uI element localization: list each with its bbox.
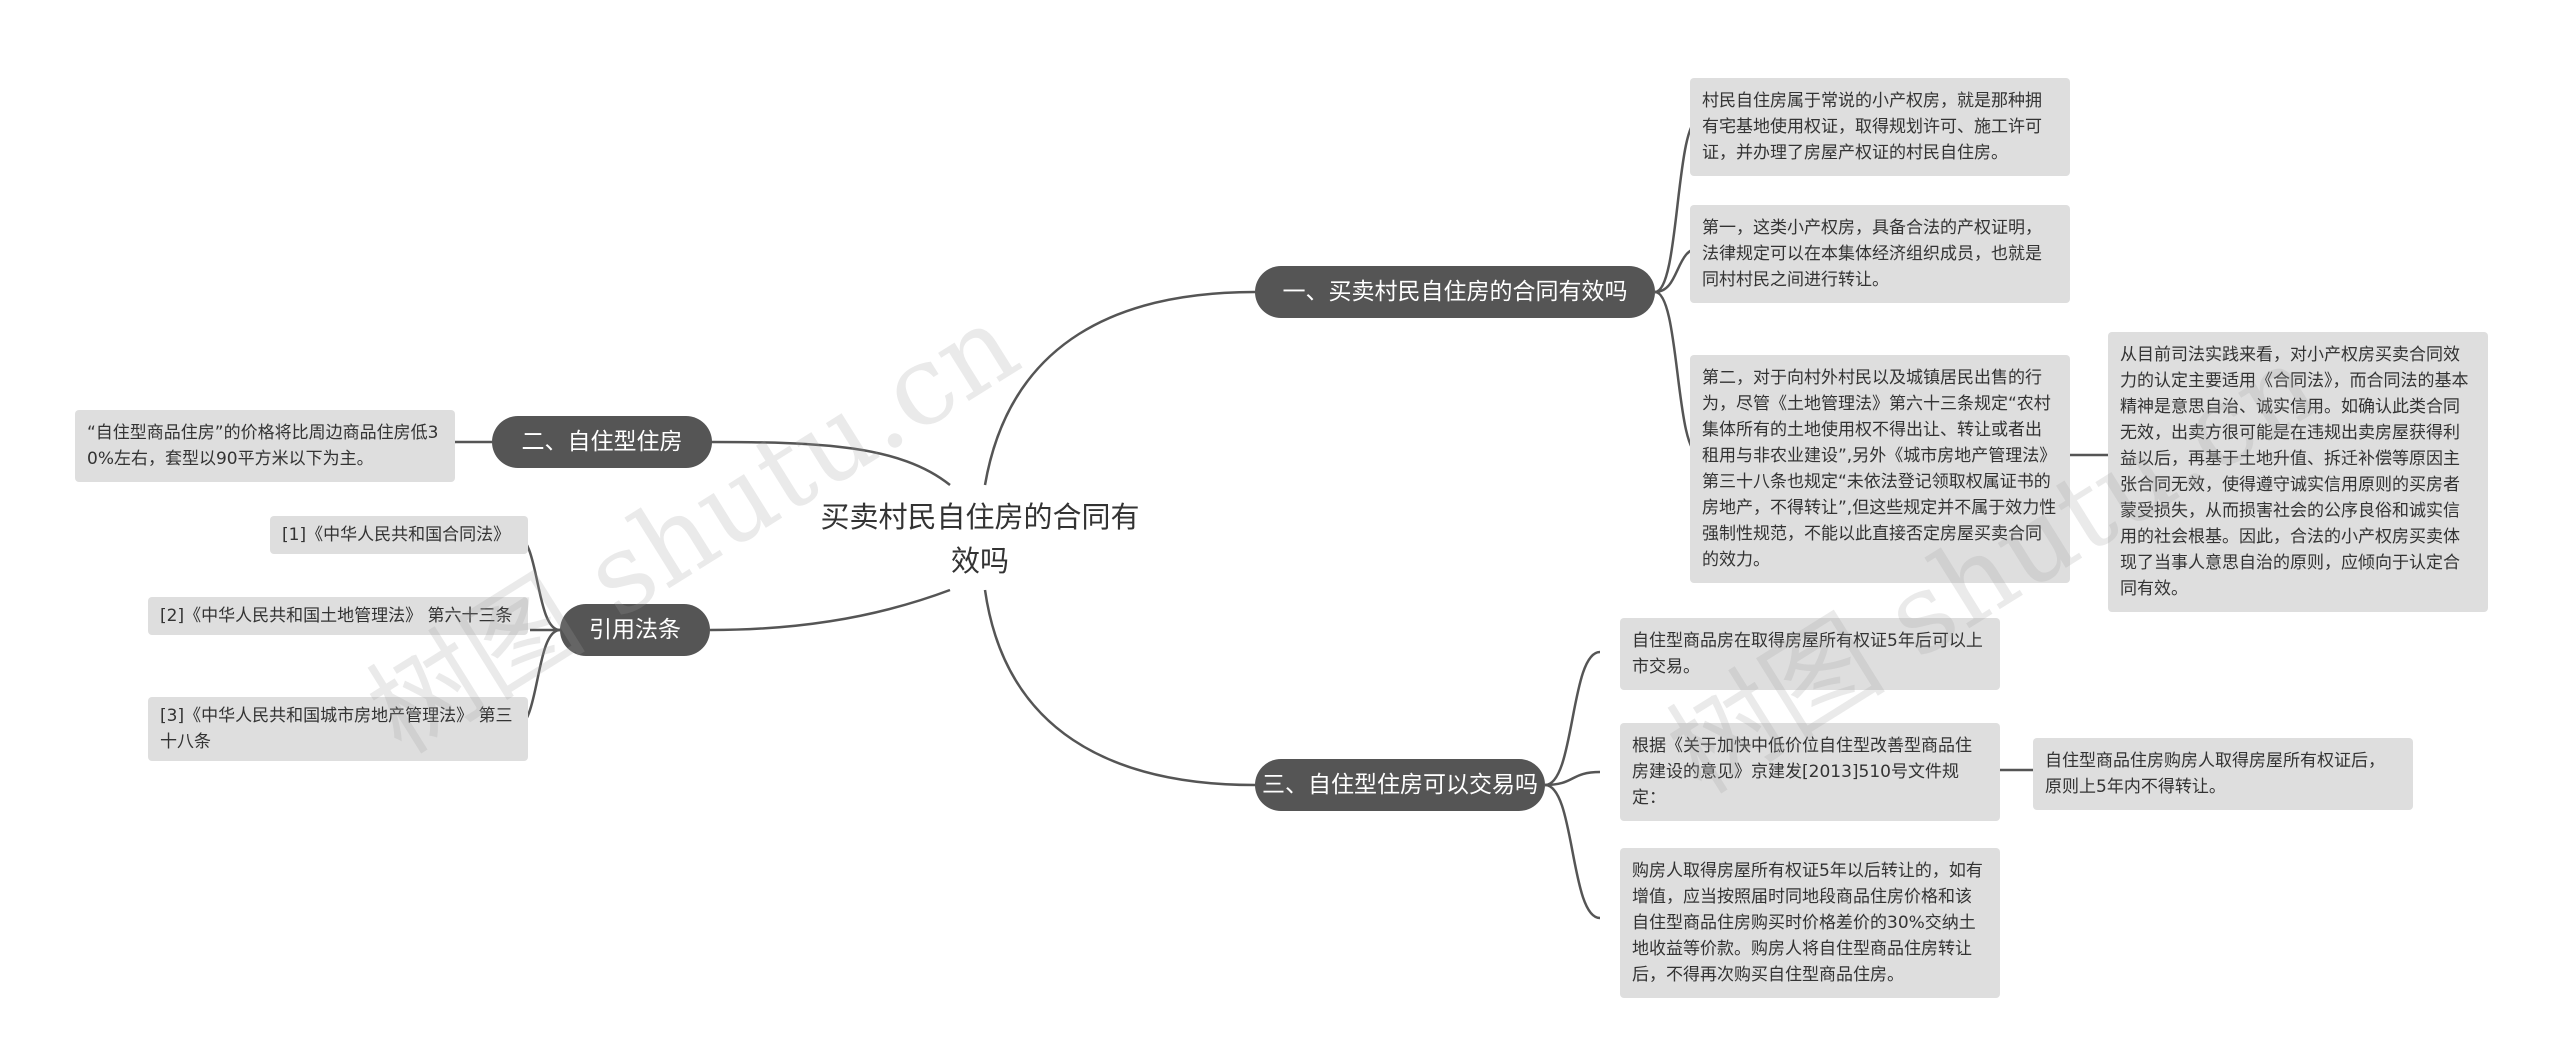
- edge-root-b2: [709, 440, 951, 486]
- edge-root-b1: [983, 290, 1256, 486]
- leaf-b3-item1[interactable]: [1]《中华人民共和国合同法》: [270, 516, 528, 554]
- leaf-b4-item3[interactable]: 购房人取得房屋所有权证5年以后转让的，如有增值，应当按照届时同地段商品住房价格和…: [1620, 848, 2000, 998]
- leaf-b3-item2[interactable]: [2]《中华人民共和国土地管理法》 第六十三条: [148, 597, 528, 635]
- leaf-b1-item1[interactable]: 村民自住房属于常说的小产权房，就是那种拥有宅基地使用权证，取得规划许可、施工许可…: [1690, 78, 2070, 176]
- edge-root-b3: [709, 588, 951, 632]
- leaf-b4-item2[interactable]: 根据《关于加快中低价位自住型改善型商品住房建设的意见》京建发[2013]510号…: [1620, 723, 2000, 821]
- leaf-b1-item2[interactable]: 第一，这类小产权房，具备合法的产权证明，法律规定可以在本集体经济组织成员，也就是…: [1690, 205, 2070, 303]
- branch-cited-laws[interactable]: 引用法条: [560, 604, 710, 656]
- leaf-b4-sub[interactable]: 自住型商品住房购房人取得房屋所有权证后，原则上5年内不得转让。: [2033, 738, 2413, 810]
- leaf-b2-item1[interactable]: “自住型商品住房”的价格将比周边商品住房低30%左右，套型以90平方米以下为主。: [75, 410, 455, 482]
- leaf-b4-item1[interactable]: 自住型商品房在取得房屋所有权证5年后可以上市交易。: [1620, 618, 2000, 690]
- branch-housing-tradable[interactable]: 三、自住型住房可以交易吗: [1255, 759, 1545, 811]
- leaf-b1-sub[interactable]: 从目前司法实践来看，对小产权房买卖合同效力的认定主要适用《合同法》，而合同法的基…: [2108, 332, 2488, 612]
- edge-b4-item3: [1544, 783, 1601, 920]
- leaf-b1-item3[interactable]: 第二，对于向村外村民以及城镇居民出售的行为，尽管《土地管理法》第六十三条规定“农…: [1690, 355, 2070, 583]
- root-title-line1: 买卖村民自住房的合同有: [820, 500, 1140, 534]
- branch-self-use-housing[interactable]: 二、自住型住房: [492, 416, 712, 468]
- branch-contract-validity[interactable]: 一、买卖村民自住房的合同有效吗: [1255, 266, 1655, 318]
- edge-root-b4: [983, 589, 1256, 787]
- root-title-line2: 效吗: [950, 544, 1009, 578]
- root-topic[interactable]: 买卖村民自住房的合同有 效吗: [790, 495, 1170, 583]
- edge-b4-item2: [1544, 770, 1601, 787]
- leaf-b3-item3[interactable]: [3]《中华人民共和国城市房地产管理法》 第三十八条: [148, 697, 528, 761]
- edge-b4-item1: [1544, 650, 1601, 787]
